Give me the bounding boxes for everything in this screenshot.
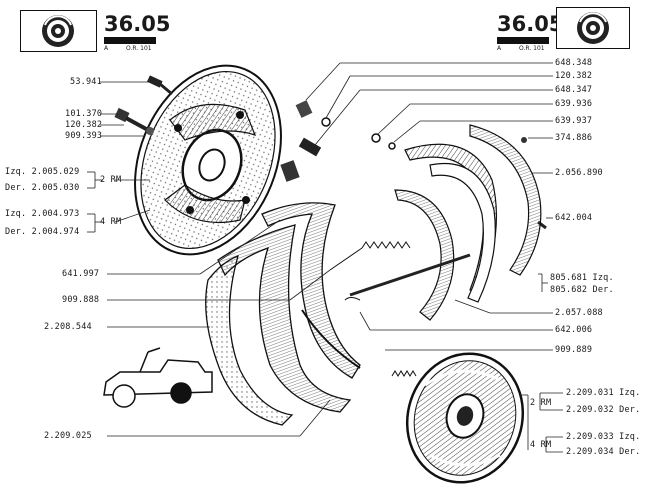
- rm2-label-right: 2 RM: [530, 398, 552, 408]
- plate-number-left: 36.05: [104, 12, 171, 36]
- callout-2004974: Der. 2.004.974: [5, 227, 80, 237]
- callout-641997: 641.997: [62, 269, 100, 279]
- callout-2004973: Izq. 2.004.973: [5, 209, 80, 219]
- callout-2209032: 2.209.032 Der.: [566, 405, 641, 415]
- drum-brake-icon: [577, 12, 609, 44]
- ref-prefix-left: A: [104, 45, 109, 52]
- leader-lines-left: [87, 81, 331, 437]
- callout-2209034: 2.209.034 Der.: [566, 447, 641, 457]
- callout-2005029: Izq. 2.005.029: [5, 167, 80, 177]
- callout-374886: 374.886: [555, 133, 593, 143]
- callout-642004: 642.004: [555, 213, 593, 223]
- ref-code-left: O.R. 101: [126, 45, 152, 52]
- callout-2209025: 2.209.025: [44, 431, 92, 441]
- jeep-icon: [103, 347, 213, 408]
- callout-642006: 642.006: [555, 325, 593, 335]
- header-right-bar: [497, 37, 549, 44]
- leader-lines-right: [305, 62, 563, 453]
- callout-2208544: 2.208.544: [44, 322, 92, 332]
- callout-53941: 53.941: [70, 77, 102, 87]
- callout-2056890: 2.056.890: [555, 168, 603, 178]
- callout-909889: 909.889: [555, 345, 593, 355]
- callout-2057088: 2.057.088: [555, 308, 603, 318]
- assembled-brake-drum: [405, 352, 525, 484]
- callout-909888: 909.888: [62, 295, 100, 305]
- ref-prefix-right: A: [497, 45, 502, 52]
- callout-805681: 805.681 Izq.: [550, 273, 614, 283]
- backing-plate: [134, 64, 282, 256]
- lower-brake-shoes: [205, 202, 361, 426]
- callout-648348: 648.348: [555, 58, 593, 68]
- callout-639937: 639.937: [555, 116, 593, 126]
- header-left-icon-box: [20, 10, 97, 52]
- callout-909393: 909.393: [65, 131, 103, 141]
- callout-2209031: 2.209.031 Izq.: [566, 388, 641, 398]
- header-right-icon-box: [556, 7, 630, 49]
- callout-120382-right: 120.382: [555, 71, 593, 81]
- callout-101370: 101.370: [65, 109, 103, 119]
- callout-2209033: 2.209.033 Izq.: [566, 432, 641, 442]
- callout-805682: 805.682 Der.: [550, 285, 614, 295]
- ref-code-right: O.R. 101: [519, 45, 545, 52]
- plate-number-right: 36.05: [497, 12, 564, 36]
- rm2-label-left: 2 RM: [100, 175, 122, 185]
- callout-648347: 648.347: [555, 85, 593, 95]
- callout-2005030: Der. 2.005.030: [5, 183, 80, 193]
- rm4-label-left: 4 RM: [100, 217, 122, 227]
- header-left-bar: [104, 37, 156, 44]
- upper-brake-shoes: [344, 124, 542, 321]
- callout-639936: 639.936: [555, 99, 593, 109]
- drum-brake-icon: [42, 15, 74, 47]
- callout-120382-left: 120.382: [65, 120, 103, 130]
- return-springs: [329, 241, 417, 377]
- rm4-label-right: 4 RM: [530, 440, 552, 450]
- bolt-parts: [114, 75, 547, 230]
